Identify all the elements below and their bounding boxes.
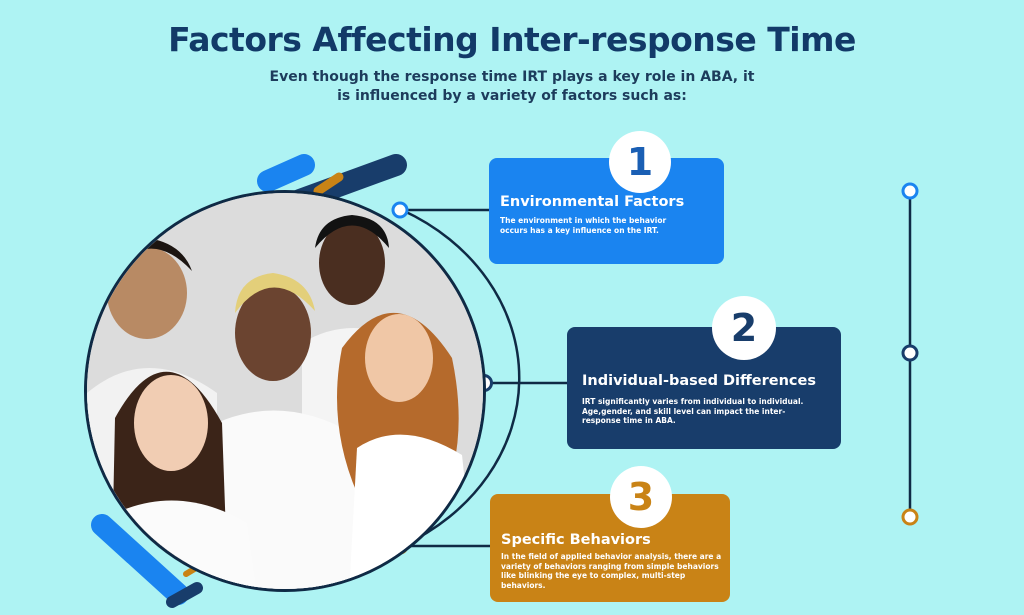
factor-number-badge: 3 bbox=[610, 466, 672, 528]
factor-card-individual: Individual-based Differences IRT signifi… bbox=[567, 327, 841, 449]
factor-card-specific-behaviors: Specific Behaviors In the field of appli… bbox=[490, 494, 730, 602]
factor-card-environmental: Environmental Factors The environment in… bbox=[489, 158, 724, 264]
page-title: Factors Affecting Inter-response Time bbox=[168, 20, 856, 59]
connector-dot-1 bbox=[391, 201, 409, 219]
factor-number-badge: 1 bbox=[609, 131, 671, 193]
stripe-blue-top bbox=[257, 154, 315, 192]
factor-title: Specific Behaviors bbox=[501, 532, 651, 548]
factor-description: IRT significantly varies from individual… bbox=[582, 397, 804, 425]
factor-title: Environmental Factors bbox=[500, 194, 685, 210]
timeline-dot-3 bbox=[901, 508, 919, 526]
timeline-dot-1 bbox=[901, 182, 919, 200]
outer-arc bbox=[401, 208, 521, 548]
factor-title: Individual-based Differences bbox=[582, 373, 816, 389]
stripe-blue-bottom bbox=[91, 514, 189, 605]
factor-description: The environment in which the behavior oc… bbox=[500, 216, 667, 235]
group-photo-image bbox=[87, 193, 483, 589]
group-photo bbox=[84, 190, 486, 592]
page-subtitle: Even though the response time IRT plays … bbox=[269, 69, 755, 104]
factor-number-badge: 2 bbox=[712, 296, 776, 360]
stripe-navy-bottom bbox=[166, 582, 203, 608]
factor-description: In the field of applied behavior analysi… bbox=[501, 552, 722, 590]
stripe-orange-top bbox=[313, 172, 344, 196]
timeline-dot-2 bbox=[901, 344, 919, 362]
